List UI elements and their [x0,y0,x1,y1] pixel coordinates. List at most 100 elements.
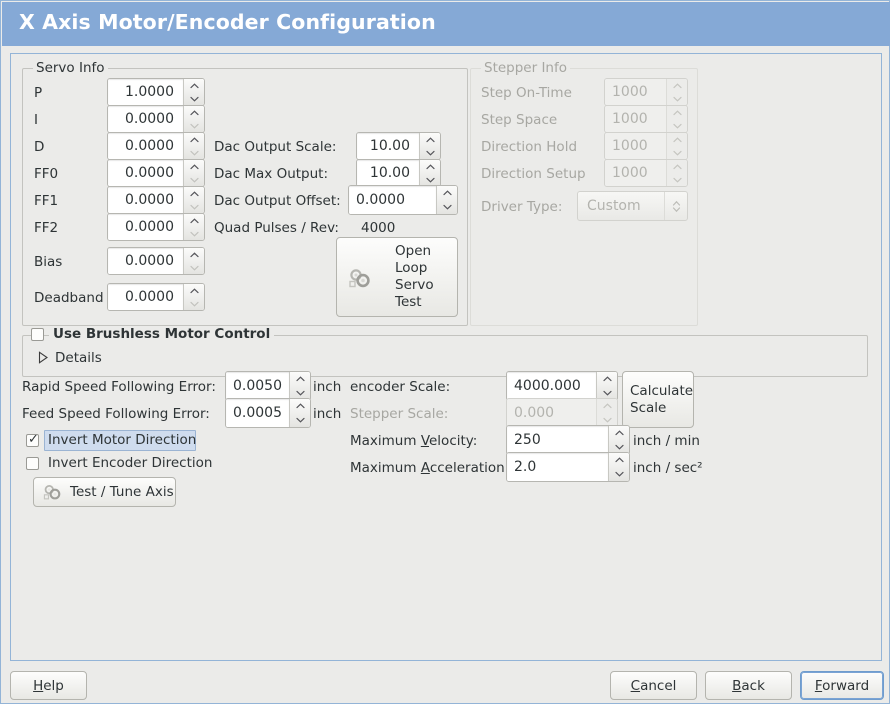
forward-button[interactable]: Forward [800,671,884,700]
servo-value-ff0[interactable]: 0.0000 [108,160,183,186]
spin-up-icon[interactable] [184,284,204,297]
max-acceleration-label-post: cceleration: [429,460,510,476]
feed-following-error-value[interactable]: 0.0005 [226,399,289,427]
invert-encoder-direction-checkbox[interactable] [26,457,39,470]
servo-spin-d[interactable]: 0.0000 [107,132,205,160]
dac-output-offset-spin[interactable]: 0.0000 [348,185,458,215]
spin-up-icon[interactable] [609,453,629,467]
spin-up-icon[interactable] [184,248,204,261]
servo-spin-ff1[interactable]: 0.0000 [107,186,205,214]
servo-spin-i[interactable]: 0.0000 [107,105,205,133]
spin-down-icon[interactable] [184,173,204,186]
servo-spin-ff2[interactable]: 0.0000 [107,213,205,241]
servo-spin-p[interactable]: 1.0000 [107,78,205,106]
spin-buttons[interactable] [183,248,204,274]
spin-up-icon[interactable] [184,133,204,146]
max-velocity-value[interactable]: 250 [507,426,608,454]
spin-down-icon[interactable] [184,146,204,159]
spin-buttons[interactable] [608,453,629,481]
max-velocity-label-pre: Maximum [350,433,421,449]
spin-up-icon[interactable] [609,426,629,440]
spin-down-icon[interactable] [597,386,617,400]
spin-down-icon[interactable] [437,200,457,214]
invert-motor-direction-checkbox[interactable]: ✓ [26,433,39,447]
servo-value-bias[interactable]: 0.0000 [108,248,183,274]
spin-down-icon[interactable] [609,467,629,481]
details-label[interactable]: Details [55,350,102,366]
spin-buttons[interactable] [183,214,204,240]
dac-output-offset-value[interactable]: 0.0000 [349,186,436,214]
servo-value-ff1[interactable]: 0.0000 [108,187,183,213]
servo-value-deadband[interactable]: 0.0000 [108,284,183,310]
spin-down-icon[interactable] [420,146,440,159]
spin-buttons[interactable] [289,399,310,427]
spin-down-icon[interactable] [184,200,204,213]
spin-buttons[interactable] [183,187,204,213]
invert-motor-direction-label[interactable]: Invert Motor Direction [48,432,197,448]
use-brushless-checkbox[interactable] [31,328,44,341]
encoder-scale-spin[interactable]: 4000.000 [506,371,618,401]
spin-buttons[interactable] [419,133,440,159]
dac-output-scale-value[interactable]: 10.00 [357,133,419,159]
spin-up-icon[interactable] [290,399,310,413]
dac-max-output-spin[interactable]: 10.00 [356,159,441,187]
spin-buttons[interactable] [183,106,204,132]
spin-down-icon[interactable] [420,173,440,186]
cancel-button[interactable]: Cancel [610,671,697,700]
spin-buttons[interactable] [183,79,204,105]
spin-buttons[interactable] [183,160,204,186]
spin-up-icon[interactable] [184,160,204,173]
dac-max-output-value[interactable]: 10.00 [357,160,419,186]
test-tune-axis-button[interactable]: Test / Tune Axis [33,477,176,507]
rapid-following-error-label: Rapid Speed Following Error: [22,379,216,395]
spin-up-icon[interactable] [184,79,204,92]
servo-spin-deadband[interactable]: 0.0000 [107,283,205,311]
spin-down-icon[interactable] [184,92,204,105]
spin-down-icon[interactable] [184,297,204,310]
spin-up-icon[interactable] [184,214,204,227]
servo-spin-bias[interactable]: 0.0000 [107,247,205,275]
spin-up-icon[interactable] [420,160,440,173]
invert-encoder-direction-label[interactable]: Invert Encoder Direction [48,455,213,471]
spin-buttons[interactable] [608,426,629,454]
spin-buttons[interactable] [436,186,457,214]
open-loop-servo-test-button[interactable]: Open Loop Servo Test [336,237,458,317]
feed-following-error-spin[interactable]: 0.0005 [225,398,311,428]
servo-value-ff2[interactable]: 0.0000 [108,214,183,240]
spin-buttons[interactable] [596,372,617,400]
rapid-following-error-spin[interactable]: 0.0050 [225,371,311,401]
spin-up-icon[interactable] [184,187,204,200]
back-button[interactable]: Back [705,671,792,700]
spin-buttons[interactable] [289,372,310,400]
spin-down-icon[interactable] [609,440,629,454]
spin-down-icon[interactable] [184,261,204,274]
spin-up-icon[interactable] [597,372,617,386]
spin-buttons[interactable] [419,160,440,186]
spin-buttons[interactable] [183,133,204,159]
spin-up-icon[interactable] [184,106,204,119]
spin-down-icon[interactable] [290,386,310,400]
max-acceleration-value[interactable]: 2.0 [507,453,608,481]
step-on-time-value: 1000 [605,79,666,105]
servo-spin-ff0[interactable]: 0.0000 [107,159,205,187]
spin-up-icon[interactable] [290,372,310,386]
quad-pulses-label: Quad Pulses / Rev: [214,220,339,236]
servo-value-d[interactable]: 0.0000 [108,133,183,159]
servo-value-p[interactable]: 1.0000 [108,79,183,105]
help-button[interactable]: Help [10,671,87,700]
dac-output-scale-spin[interactable]: 10.00 [356,132,441,160]
spin-down-icon[interactable] [184,119,204,132]
use-brushless-label[interactable]: Use Brushless Motor Control [49,326,275,342]
encoder-scale-value[interactable]: 4000.000 [507,372,596,400]
spin-down-icon[interactable] [290,413,310,427]
rapid-following-error-value[interactable]: 0.0050 [226,372,289,400]
spin-up-icon[interactable] [437,186,457,200]
spin-up-icon[interactable] [420,133,440,146]
max-velocity-spin[interactable]: 250 [506,425,630,455]
spin-buttons[interactable] [183,284,204,310]
servo-value-i[interactable]: 0.0000 [108,106,183,132]
calculate-scale-button[interactable]: Calculate Scale [622,371,694,428]
max-acceleration-spin[interactable]: 2.0 [506,452,630,482]
feed-following-error-label: Feed Speed Following Error: [22,406,210,422]
spin-down-icon[interactable] [184,227,204,240]
